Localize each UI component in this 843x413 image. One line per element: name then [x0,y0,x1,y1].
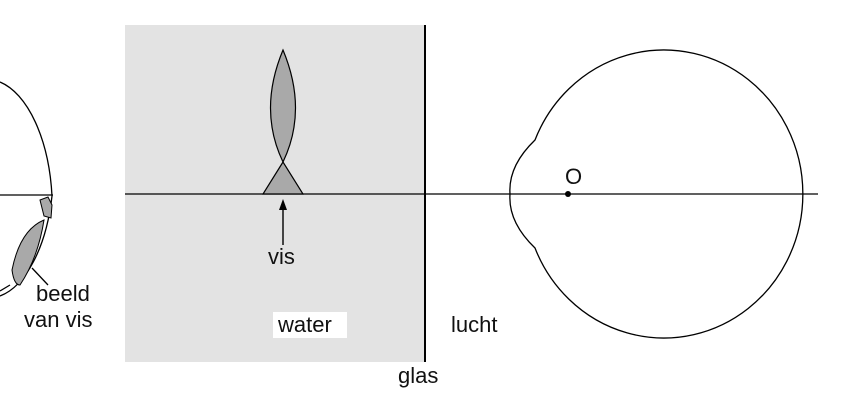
image-of-fish-label-line1: beeld [36,281,90,306]
water-label: water [277,312,332,337]
left-lower-ray [0,284,11,292]
point-o-dot [565,191,571,197]
fish-pointer-arrowhead [279,199,287,210]
point-o-label: O [565,164,582,189]
image-of-fish-body [11,219,45,286]
water-label-bg [273,312,347,338]
right-eye-outline [509,49,804,339]
fish-tail [261,160,305,195]
air-label: lucht [451,312,497,337]
image-of-fish-upper [39,196,53,219]
fish-label: vis [268,244,295,269]
image-of-fish-label-line2: van vis [24,307,92,332]
image-of-fish-pointer [31,267,49,286]
glass-label: glas [398,363,438,388]
